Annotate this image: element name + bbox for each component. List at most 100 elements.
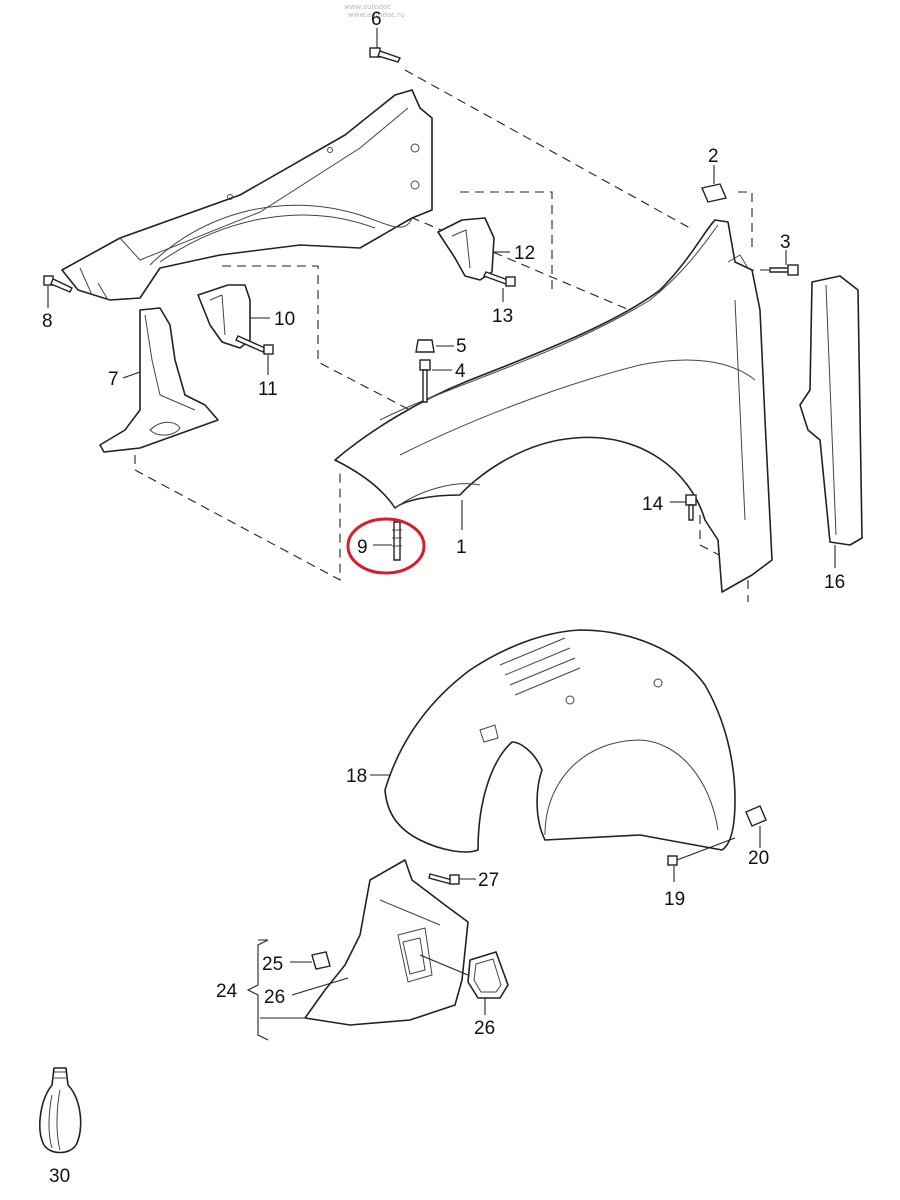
liner-18-ribs — [499, 637, 581, 696]
highlight-circle — [346, 517, 426, 575]
tube-30-neck-ridges — [54, 1071, 66, 1079]
part-26-cover — [419, 951, 509, 1015]
lower-liner-opening — [397, 927, 433, 983]
callout-14: 14 — [642, 494, 664, 515]
fender-body — [334, 219, 773, 593]
bolt-11-shank — [235, 335, 266, 353]
bolt-27-shank — [428, 873, 453, 885]
part-6-bolt — [369, 28, 401, 63]
callout-7: 7 — [108, 369, 119, 390]
callout-19: 19 — [664, 889, 685, 910]
part-12-bracket — [437, 217, 510, 281]
screw-19-shank — [676, 837, 736, 861]
assembly-line-6 — [404, 69, 691, 229]
bolt-4-head — [419, 359, 431, 371]
clip-2 — [701, 183, 727, 203]
cover-26-outer — [467, 951, 509, 999]
part-30-tube — [39, 1067, 82, 1154]
frame-hole-3 — [227, 194, 233, 200]
callout-1: 1 — [456, 537, 467, 558]
callout-3: 3 — [780, 232, 791, 253]
frame-rail-arch-inner — [159, 214, 376, 263]
bolt-11-head — [263, 344, 274, 355]
assembly-line-b — [134, 455, 341, 581]
bolt-6-shank — [377, 50, 401, 63]
bracket-12-fold — [451, 229, 471, 269]
part-9-stud — [346, 517, 426, 575]
stud-9-threads — [392, 529, 402, 547]
cover-26-inner — [473, 958, 502, 993]
assembly-line-12 — [460, 191, 553, 292]
frame-rail-arch — [149, 204, 413, 266]
bolt-3-head — [787, 264, 799, 276]
fender-notch — [727, 254, 749, 269]
lower-liner-opening-inner — [402, 937, 426, 975]
part-16-trim — [799, 275, 863, 568]
callout-13: 13 — [492, 306, 513, 327]
screw-19-head — [667, 855, 678, 866]
frame-hole-1 — [410, 143, 420, 153]
callout-12: 12 — [514, 243, 535, 264]
frame-rail — [61, 89, 433, 301]
fender-character-line — [379, 224, 719, 421]
stud-9 — [393, 521, 401, 561]
part-19-20-fasteners — [667, 805, 767, 882]
lower-liner-fold — [379, 899, 441, 926]
callout-30: 30 — [49, 1166, 70, 1187]
liner-hole-1 — [565, 695, 575, 705]
frame-rail-bracket — [79, 267, 109, 301]
part-24-lower-liner — [246, 859, 469, 1041]
frame-hole-4 — [327, 147, 333, 153]
watermark: www.autodoc www.autodoc.ru — [344, 3, 405, 19]
callout-2: 2 — [708, 146, 719, 167]
part-4-5-bolt-nut — [415, 339, 454, 403]
part-13-bolt — [483, 271, 516, 302]
bracket-12-body — [437, 217, 495, 281]
callout-9: 9 — [357, 537, 368, 558]
bolt-14-shank — [688, 504, 694, 521]
bracket-24 — [246, 939, 269, 1041]
lower-liner-body — [304, 859, 469, 1026]
frame-rail-edge — [119, 107, 409, 261]
part-18-liner — [370, 629, 736, 853]
bracket-10-fold — [209, 294, 226, 336]
clip-25 — [311, 951, 331, 970]
bolt-3-shank — [769, 267, 791, 273]
trim-16-edge — [825, 284, 837, 536]
watermark-line-1: www.autodoc — [344, 3, 391, 11]
callout-4: 4 — [455, 361, 466, 382]
callout-27: 27 — [478, 870, 499, 891]
leader-7 — [122, 371, 141, 379]
callout-20: 20 — [748, 848, 769, 869]
part-8-bolt — [43, 275, 73, 308]
callout-6: 6 — [371, 9, 382, 30]
frame-hole-2 — [410, 180, 420, 190]
callout-numbers: 6 2 3 12 13 10 11 8 7 5 4 14 9 1 16 18 2… — [42, 9, 845, 1187]
liner-hole-2 — [653, 678, 663, 688]
liner-18-tab — [479, 724, 499, 743]
part-7-bracket — [99, 307, 219, 453]
fender-flange — [734, 299, 746, 521]
callout-10: 10 — [274, 309, 295, 330]
part-2-clip — [701, 165, 727, 203]
part-27-bolt — [428, 873, 476, 885]
bolt-13-head — [505, 276, 516, 287]
callout-26-left: 26 — [264, 987, 285, 1008]
callout-11: 11 — [258, 379, 278, 400]
bolt-8-shank — [50, 278, 73, 293]
leader-26-link — [419, 954, 469, 976]
frame-rail-body — [61, 89, 433, 301]
part-3-bolt — [769, 250, 799, 276]
assembly-line-10 — [222, 265, 411, 411]
liner-18-body — [384, 629, 736, 853]
tube-30-folds — [48, 1089, 61, 1151]
tube-30-body — [39, 1067, 82, 1154]
bracket-7-slot — [149, 421, 181, 436]
liner-18-inner-arch — [544, 739, 719, 836]
callout-26-right: 26 — [474, 1018, 495, 1039]
bolt-14-head — [685, 494, 697, 506]
bolt-4-shank — [422, 369, 428, 403]
leader-26a — [291, 977, 349, 996]
callout-25: 25 — [262, 954, 283, 975]
part-14-bolt — [670, 494, 697, 521]
